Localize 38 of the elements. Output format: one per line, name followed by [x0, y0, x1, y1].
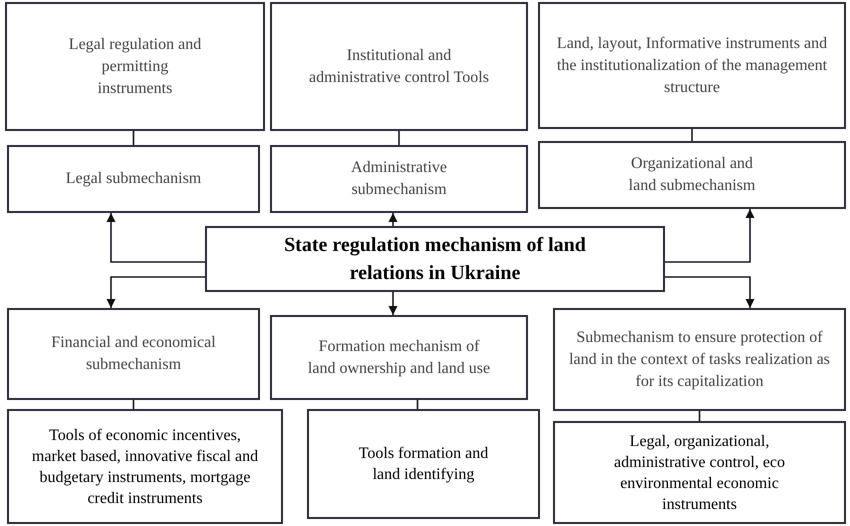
text-box — [307, 409, 540, 519]
arrow — [665, 276, 754, 308]
connector-line — [132, 400, 134, 409]
arrow — [665, 209, 754, 263]
box-text: Legal submechanism — [66, 169, 202, 189]
text-box — [7, 145, 260, 213]
text-box — [538, 2, 846, 129]
text-box — [270, 2, 528, 131]
text-box — [553, 421, 846, 524]
box-text: Land, layout, Informative instruments and the institutionalization of the management structure — [556, 34, 828, 98]
box-text: Administrative submechanism — [351, 158, 447, 200]
box-text: Submechanism to ensure protection of land in the context of tasks realization as for its capitalization — [568, 328, 831, 392]
connector-line — [691, 129, 693, 141]
heading-text: Legal, organizational, administrative control, eco environmental economic instruments — [612, 432, 786, 514]
connector-line — [698, 411, 700, 421]
arrow — [106, 213, 205, 263]
text-box — [205, 226, 665, 292]
heading-text: Tools formation and land identifying — [358, 444, 490, 485]
connector-line — [416, 400, 418, 409]
text-box — [7, 308, 260, 400]
text-box — [270, 145, 528, 213]
box-text: Legal regulation and permitting instruments — [68, 34, 202, 98]
text-box — [5, 2, 265, 131]
arrow — [388, 213, 398, 226]
box-text: Formation mechanism of land ownership and land use — [306, 336, 492, 378]
heading-text: State regulation mechanism of land relations in Ukraine — [283, 233, 587, 286]
connector-line — [398, 131, 400, 145]
text-box — [7, 409, 283, 524]
arrow — [388, 292, 398, 315]
box-text: Organizational and land submechanism — [628, 154, 756, 196]
text-box — [538, 141, 846, 209]
box-text: Financial and economical submechanism — [50, 333, 217, 375]
connector-line — [132, 131, 134, 145]
box-text: Institutional and administrative control Tools — [308, 46, 490, 88]
text-box — [270, 315, 528, 400]
text-box — [553, 308, 846, 411]
arrow — [106, 276, 205, 308]
heading-text: Tools of economic incentives, market based, innovative fiscal and budgetary instruments, mortgage credit instruments — [30, 426, 260, 508]
